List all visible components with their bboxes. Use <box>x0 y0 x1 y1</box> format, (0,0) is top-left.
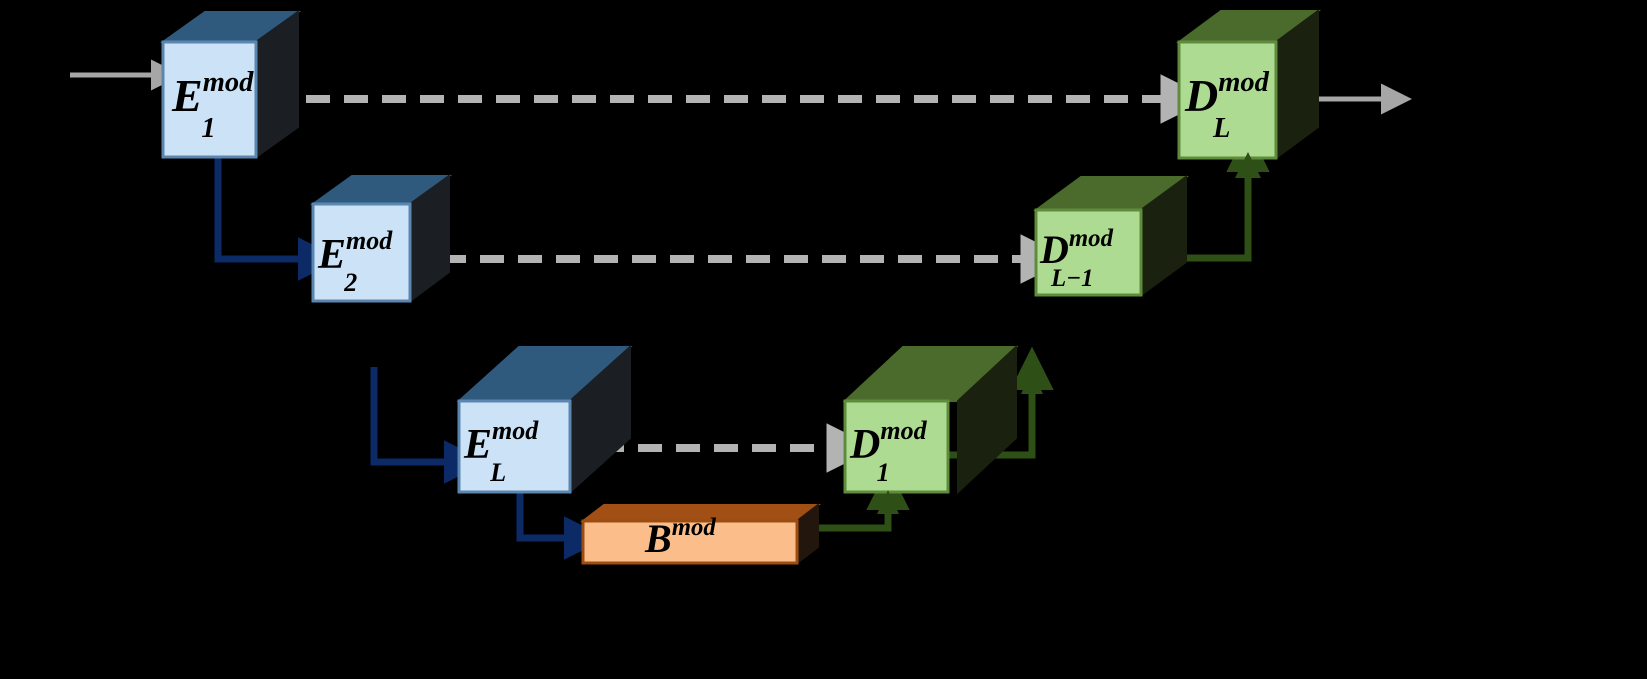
connection-down-2 <box>370 367 488 484</box>
block-bottleneck[interactable]: Bmod <box>580 502 821 566</box>
connection-down-1 <box>214 152 342 281</box>
arrowhead-up-to-decoder-L <box>1235 152 1261 178</box>
encoder-1-front-face <box>161 40 258 159</box>
decoder-1-side-face <box>957 344 1017 495</box>
arrowhead-up-elided <box>1021 370 1043 394</box>
decoder-1-front-face <box>843 399 950 494</box>
decoder-L-1-front-face <box>1034 208 1143 297</box>
connection-down-L <box>516 492 608 560</box>
bottleneck-label: Bmod <box>644 514 716 562</box>
arrowhead-up-to-decoder-1 <box>877 490 899 514</box>
encoder-2-front-face <box>311 202 412 303</box>
bottleneck-front-face <box>581 519 799 565</box>
decoder-L-front-face <box>1177 40 1278 160</box>
encoder-L-front-face <box>457 399 572 494</box>
